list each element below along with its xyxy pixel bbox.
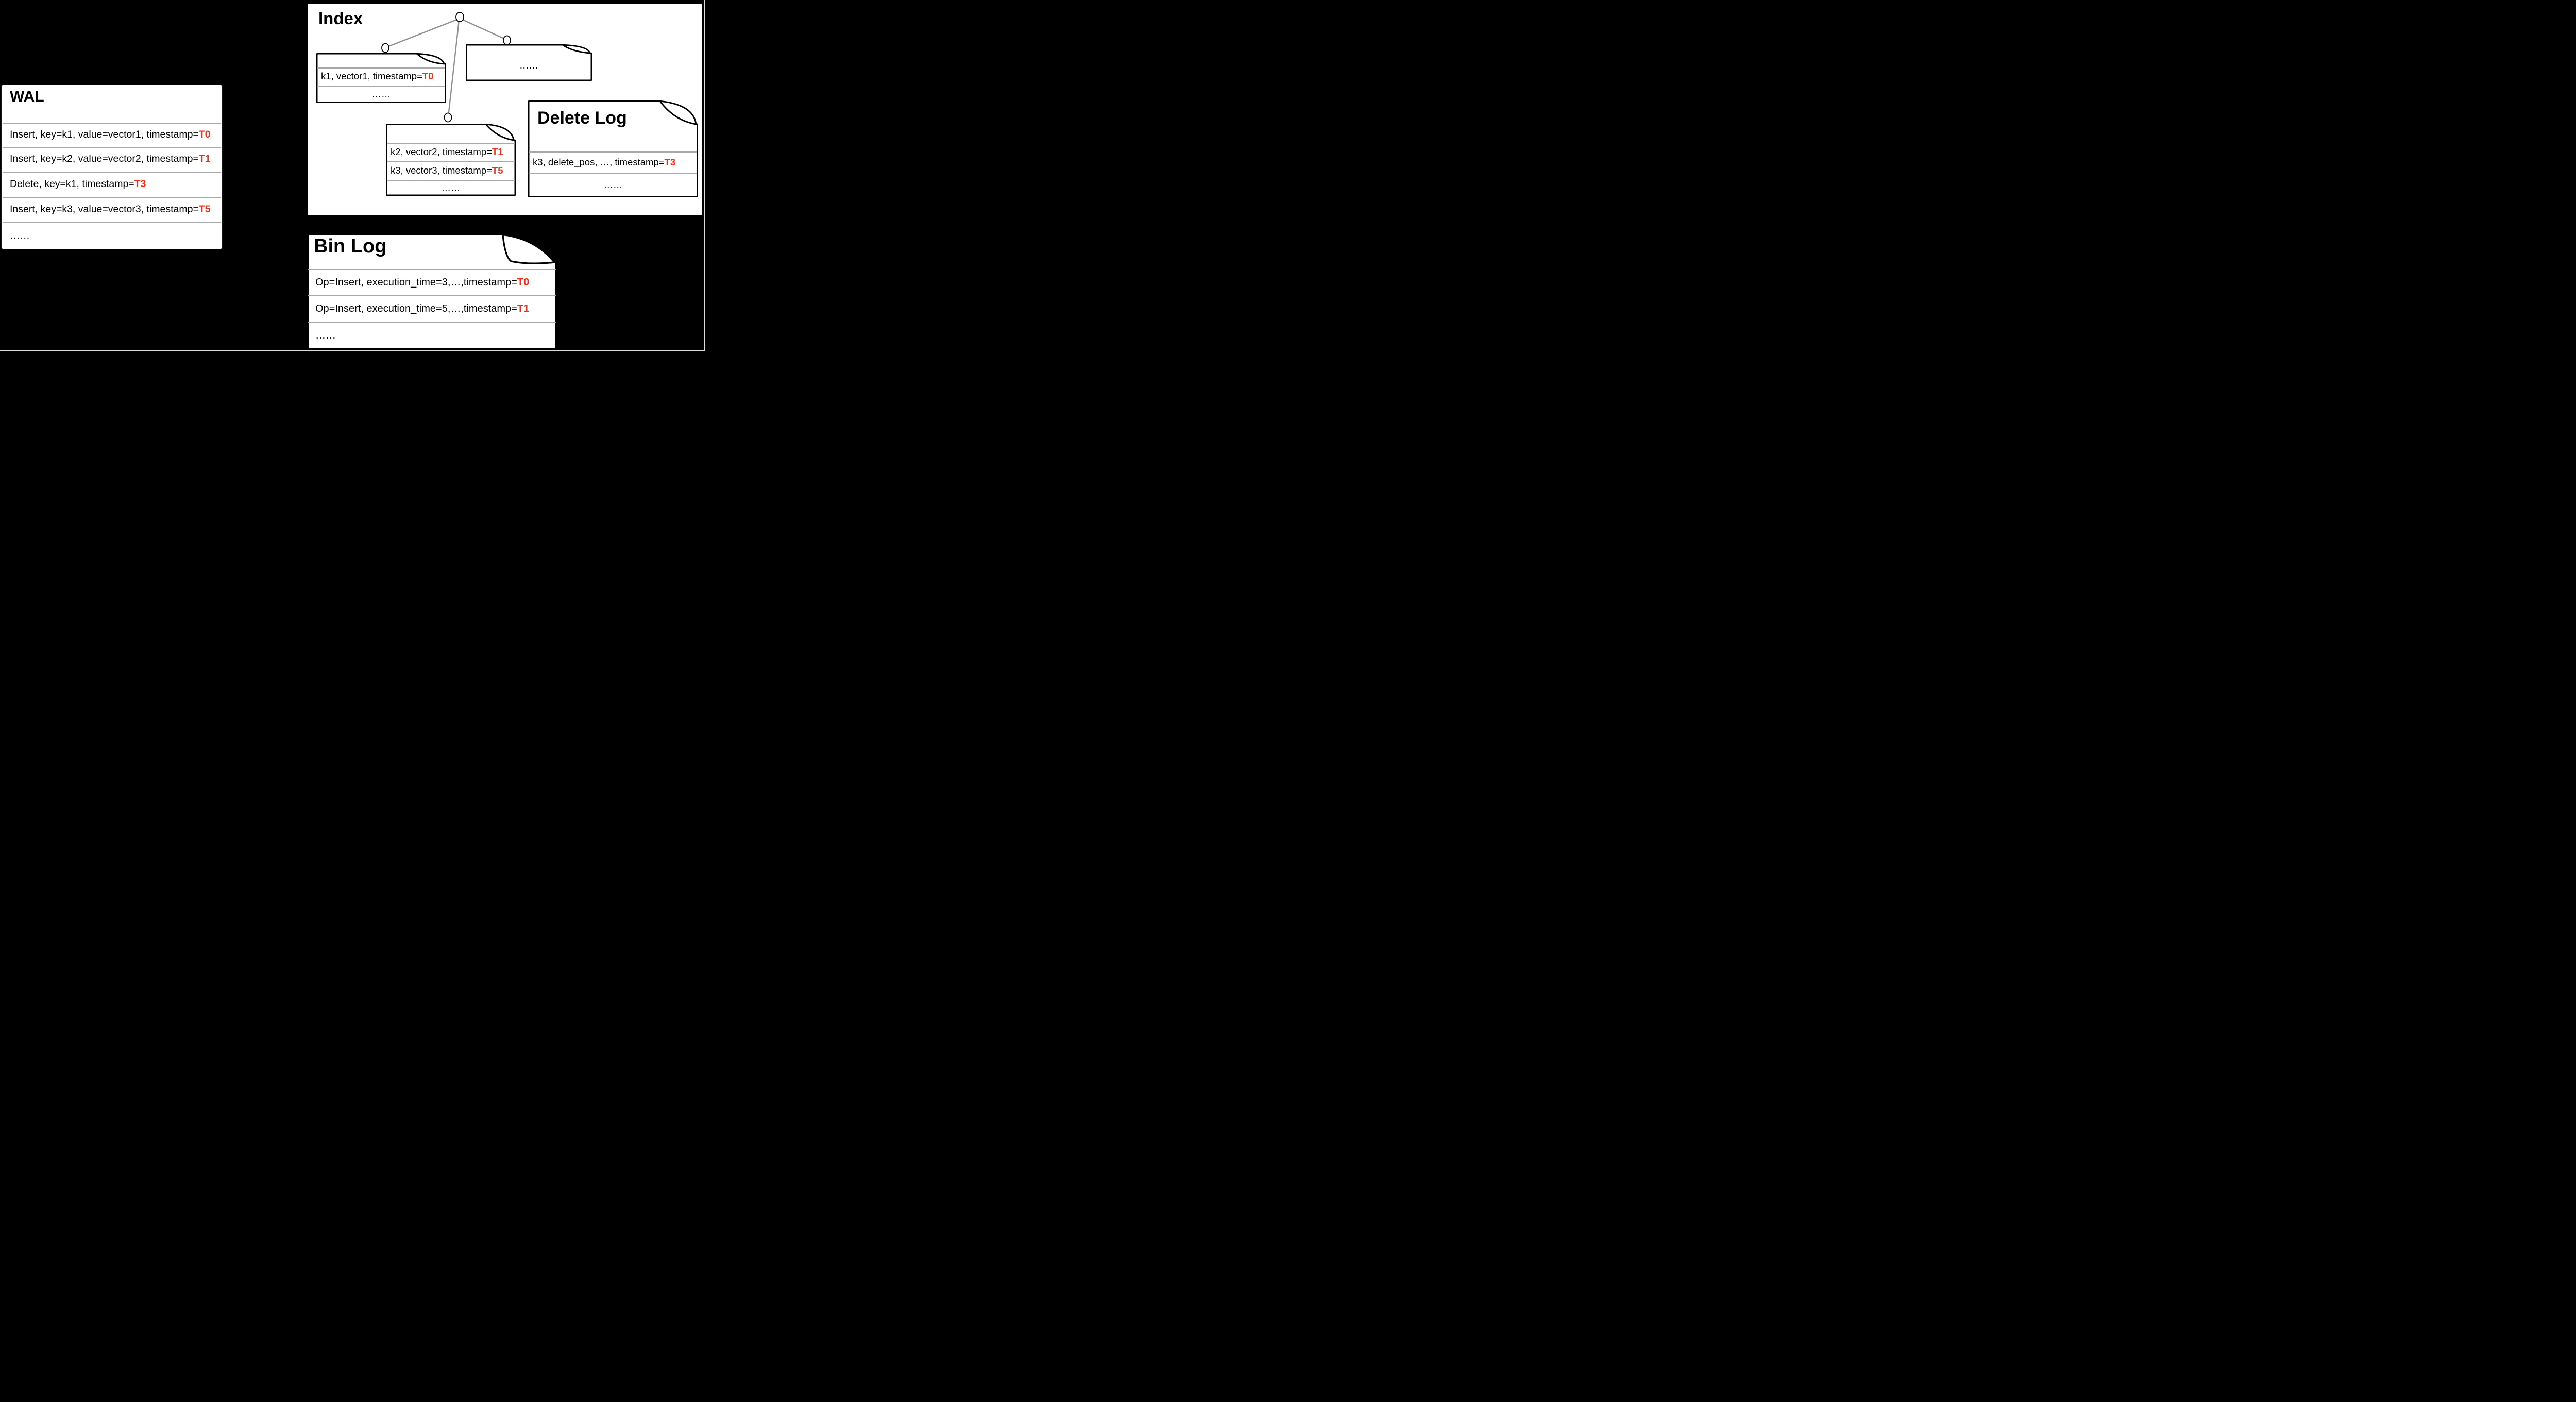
wal-row-delete-k1: Delete, key=k1, timestamp=T3 [2, 172, 222, 197]
row-text: k2, vector2, timestamp= [391, 146, 492, 158]
row-text: k3, vector3, timestamp= [391, 164, 492, 176]
document-shape [316, 53, 446, 103]
divider [308, 322, 556, 323]
page-fold-icon [659, 100, 697, 125]
timestamp-value: T3 [134, 178, 146, 190]
divider [317, 67, 445, 69]
bin-log-row-t0: Op=Insert, execution_time=3,…,timestamp=… [307, 269, 557, 295]
delete-log-title: Delete Log [537, 108, 627, 128]
timestamp-value: T5 [198, 203, 211, 215]
ellipsis-text: …… [371, 88, 391, 99]
row-text: Delete, key=k1, timestamp= [10, 178, 134, 190]
divider [529, 151, 697, 153]
index-segment-file-k1: k1, vector1, timestamp=T0 …… [316, 53, 446, 103]
divider [387, 143, 515, 144]
delete-log-row-ellipsis: …… [528, 173, 698, 196]
wal-row-insert-k3: Insert, key=k3, value=vector3, timestamp… [2, 197, 222, 222]
timestamp-value: T0 [422, 71, 434, 82]
index-title: Index [318, 9, 363, 28]
divider [3, 147, 221, 148]
segment-row-k3: k3, vector3, timestamp=T5 [386, 161, 516, 180]
document-shape [466, 44, 592, 81]
row-text: k1, vector1, timestamp= [321, 71, 422, 82]
divider [317, 86, 445, 87]
bin-log-title: Bin Log [314, 235, 387, 257]
row-text: Insert, key=k1, value=vector1, timestamp… [10, 129, 199, 141]
wal-row-ellipsis: …… [2, 222, 222, 250]
divider [3, 197, 221, 198]
timestamp-value: T5 [492, 164, 503, 176]
divider [387, 180, 515, 181]
segment-row-k1: k1, vector1, timestamp=T0 [316, 67, 446, 86]
ellipsis-text: …… [315, 330, 336, 341]
ellipsis-text: …… [519, 60, 538, 71]
wal-row-insert-k2: Insert, key=k2, value=vector2, timestamp… [2, 147, 222, 172]
timestamp-value: T1 [198, 153, 211, 165]
ellipsis-text: …… [441, 182, 461, 193]
divider [308, 269, 556, 270]
timestamp-value: T0 [198, 129, 211, 141]
timestamp-value: T1 [492, 146, 503, 158]
timestamp-value: T0 [517, 276, 530, 288]
segment-row-ellipsis: …… [466, 47, 592, 84]
document-shape [386, 124, 516, 196]
timestamp-value: T3 [664, 156, 676, 167]
page-fold-icon [485, 124, 515, 141]
row-text: Op=Insert, execution_time=5,…,timestamp= [315, 302, 517, 314]
divider [308, 295, 556, 296]
row-text: Op=Insert, execution_time=3,…,timestamp= [315, 276, 517, 288]
page-fold-icon [562, 44, 591, 54]
divider [3, 123, 221, 124]
delete-log-file: Delete Log k3, delete_pos, …, timestamp=… [528, 100, 698, 197]
segment-row-ellipsis: …… [386, 180, 516, 196]
row-text: k3, delete_pos, …, timestamp= [533, 156, 665, 167]
row-text: Insert, key=k3, value=vector3, timestamp… [10, 203, 199, 215]
bin-log-row-ellipsis: …… [307, 322, 557, 349]
page-fold-icon [416, 53, 445, 65]
wal-panel: WAL Insert, key=k1, value=vector1, times… [1, 85, 223, 249]
index-segment-file-k2-k3: k2, vector2, timestamp=T1 k3, vector3, t… [386, 124, 516, 196]
bin-log-file: Bin Log Op=Insert, execution_time=3,…,ti… [307, 234, 557, 349]
timestamp-value: T1 [517, 302, 530, 314]
wal-row-insert-k1: Insert, key=k1, value=vector1, timestamp… [2, 123, 222, 147]
index-segment-file-more: …… [466, 44, 592, 81]
divider [3, 172, 221, 173]
ellipsis-text: …… [603, 179, 623, 190]
divider [529, 173, 697, 174]
row-text: Insert, key=k2, value=vector2, timestamp… [10, 153, 199, 165]
ellipsis-text: …… [10, 230, 30, 242]
segment-row-k2: k2, vector2, timestamp=T1 [386, 143, 516, 161]
wal-title: WAL [10, 88, 44, 105]
page-fold-icon [502, 234, 555, 264]
divider [387, 161, 515, 162]
document-shape [307, 234, 557, 349]
divider [3, 222, 221, 223]
document-shape [528, 100, 698, 197]
architecture-diagram: WAL Insert, key=k1, value=vector1, times… [0, 0, 705, 351]
segment-row-ellipsis: …… [316, 86, 446, 103]
delete-log-row-k3: k3, delete_pos, …, timestamp=T3 [528, 151, 698, 173]
bin-log-row-t1: Op=Insert, execution_time=5,…,timestamp=… [307, 295, 557, 322]
